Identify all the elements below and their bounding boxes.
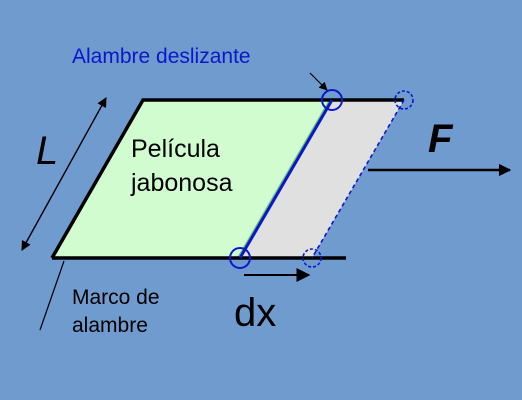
wire-end-ghost-top [394, 90, 414, 110]
soap-film-label: Película jabonosa [131, 132, 232, 200]
sliding-wire-new-position [311, 99, 405, 259]
frame-label-pointer [39, 260, 65, 331]
sliding-wire [238, 99, 334, 259]
wire-end-top [321, 89, 343, 111]
wire-frame-label: Marco de alambre [72, 284, 160, 340]
film-edge [237, 99, 331, 259]
length-label: L [36, 129, 59, 173]
length-arrow [21, 97, 107, 251]
soap-film-label-line2: jabonosa [131, 169, 233, 197]
soap-film-label-line1: Película [131, 135, 220, 163]
wire-end-bottom [229, 247, 251, 269]
wire-frame-label-line1: Marco de [72, 286, 160, 309]
swept-area [240, 100, 404, 258]
force-label: F [428, 117, 453, 161]
wire-end-ghost-bottom [302, 248, 322, 268]
wire-frame-label-line2: alambre [72, 314, 148, 337]
wire-label-pointer [309, 72, 328, 91]
displacement-label: dx [234, 291, 277, 335]
sliding-wire-label: Alambre deslizante [72, 45, 251, 68]
